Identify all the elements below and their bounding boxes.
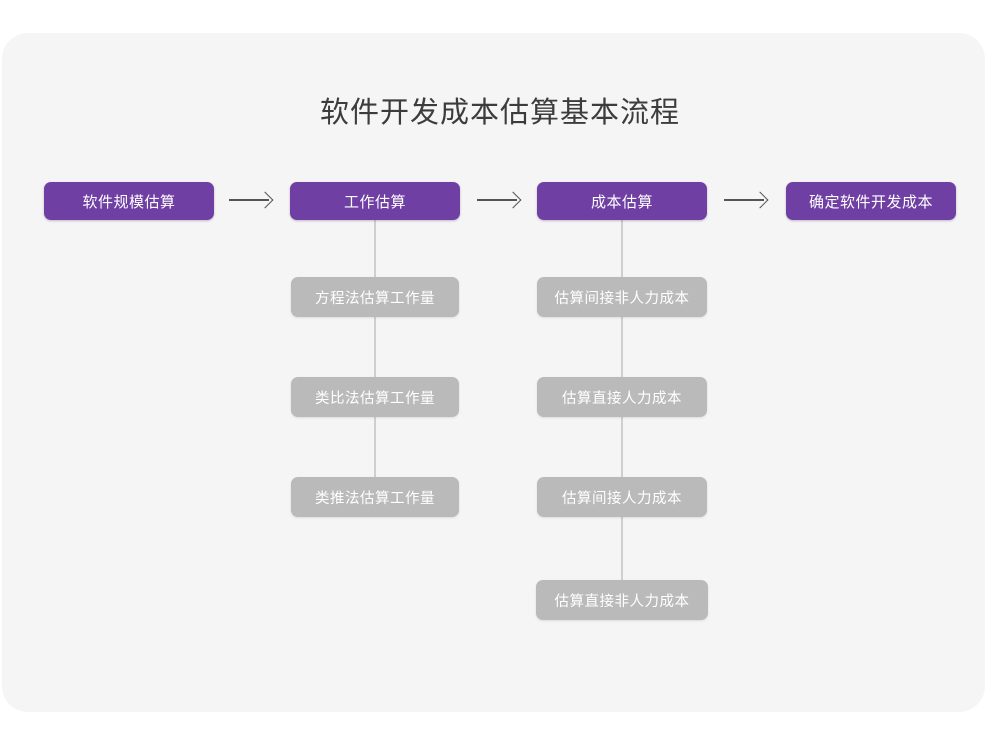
stage-node-determine-development-cost[interactable]: 确定软件开发成本	[786, 182, 956, 220]
stage-node-software-scale-estimation[interactable]: 软件规模估算	[44, 182, 214, 220]
diagram-card-background	[2, 33, 985, 712]
right-arrow-icon-1	[229, 188, 275, 212]
substep-node-equation-method-effort[interactable]: 方程法估算工作量	[291, 277, 459, 317]
connector-line-stage-2	[374, 218, 376, 508]
substep-node-inference-method-effort[interactable]: 类推法估算工作量	[291, 477, 459, 517]
stage-node-effort-estimation[interactable]: 工作估算	[290, 182, 460, 220]
substep-node-analogy-method-effort[interactable]: 类比法估算工作量	[291, 377, 459, 417]
right-arrow-icon-2	[477, 188, 523, 212]
substep-node-direct-nonlabor-cost[interactable]: 估算直接非人力成本	[536, 580, 708, 620]
right-arrow-icon-3	[724, 188, 770, 212]
stage-node-cost-estimation[interactable]: 成本估算	[537, 182, 707, 220]
substep-node-indirect-labor-cost[interactable]: 估算间接人力成本	[537, 477, 707, 517]
page-title: 软件开发成本估算基本流程	[319, 97, 680, 129]
substep-node-indirect-nonlabor-cost[interactable]: 估算间接非人力成本	[537, 277, 707, 317]
substep-node-direct-labor-cost[interactable]: 估算直接人力成本	[537, 377, 707, 417]
